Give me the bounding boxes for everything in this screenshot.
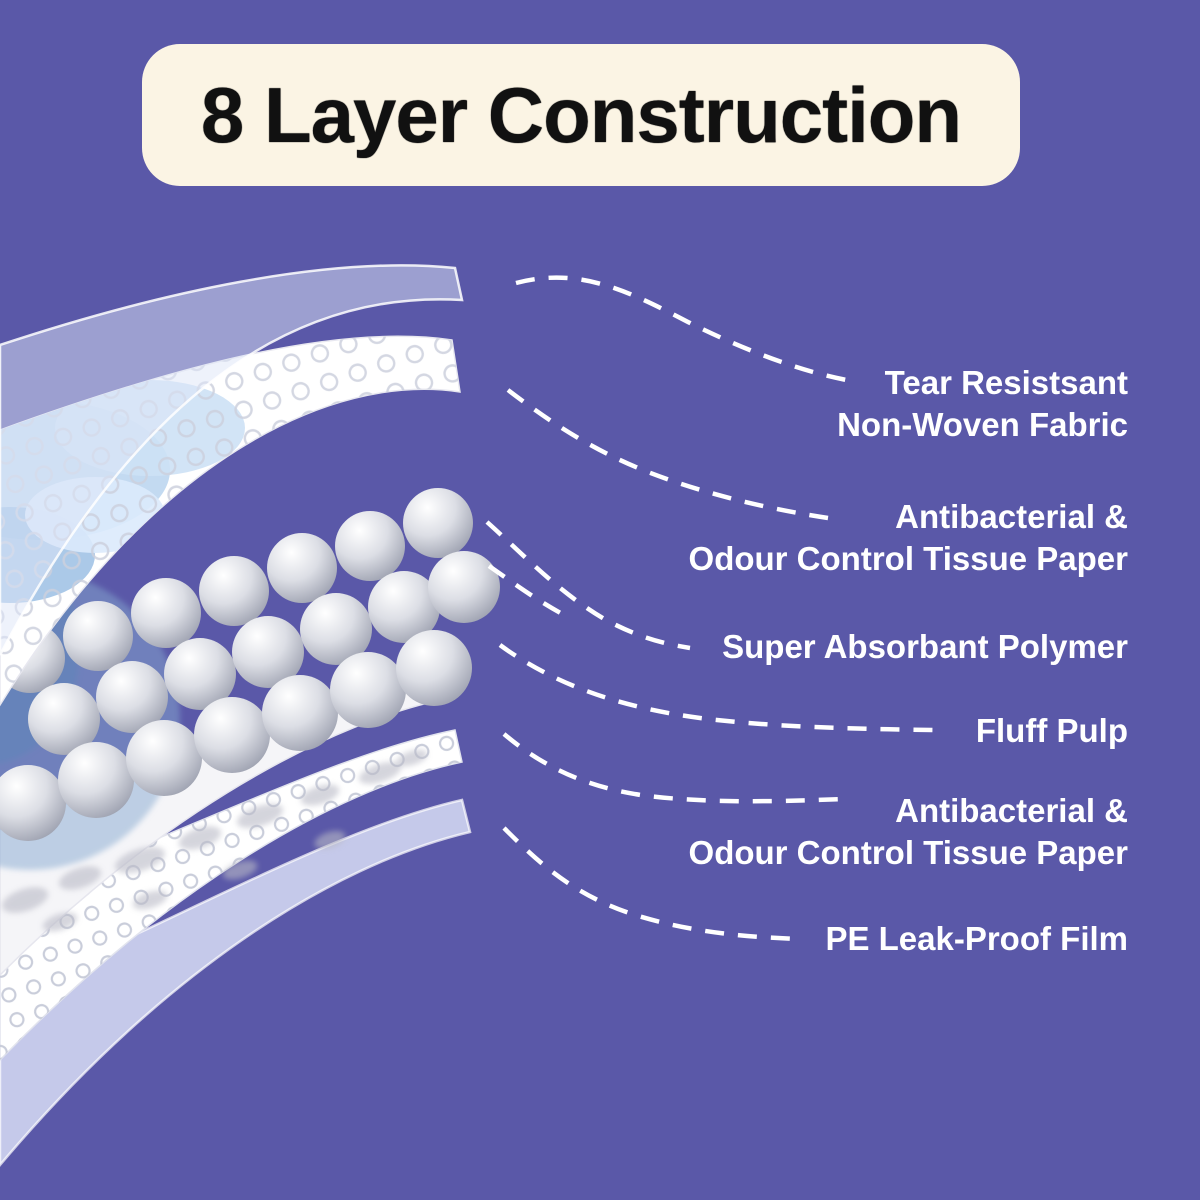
layer-label-tissue-top: Antibacterial & Odour Control Tissue Pap… [688,498,1128,577]
layer-bottom-film [0,798,472,1167]
leader-line [485,520,691,651]
layer-fluff-pulp [0,664,456,977]
leader-line [487,564,568,618]
layer-label-polymer: Super Absorbant Polymer [722,628,1128,665]
layer-label-nonwoven-fabric: Tear Resistsant Non-Woven Fabric [837,364,1128,443]
page-title: 8 Layer Construction [200,70,962,159]
layer-tissue-sheet-bottom [0,729,463,1062]
layer-printed-sheet [0,335,461,707]
layer-label-tissue-bottom: Antibacterial & Odour Control Tissue Pap… [688,792,1128,871]
layer-polymer-beads [0,488,500,841]
leader-line [515,275,853,384]
title-banner: 8 Layer Construction [142,44,1020,186]
layer-label-pe-film: PE Leak-Proof Film [825,920,1128,957]
liquid-tint [0,536,180,870]
layer-label-fluff-pulp: Fluff Pulp [975,712,1128,749]
layer-top-film [0,264,464,656]
